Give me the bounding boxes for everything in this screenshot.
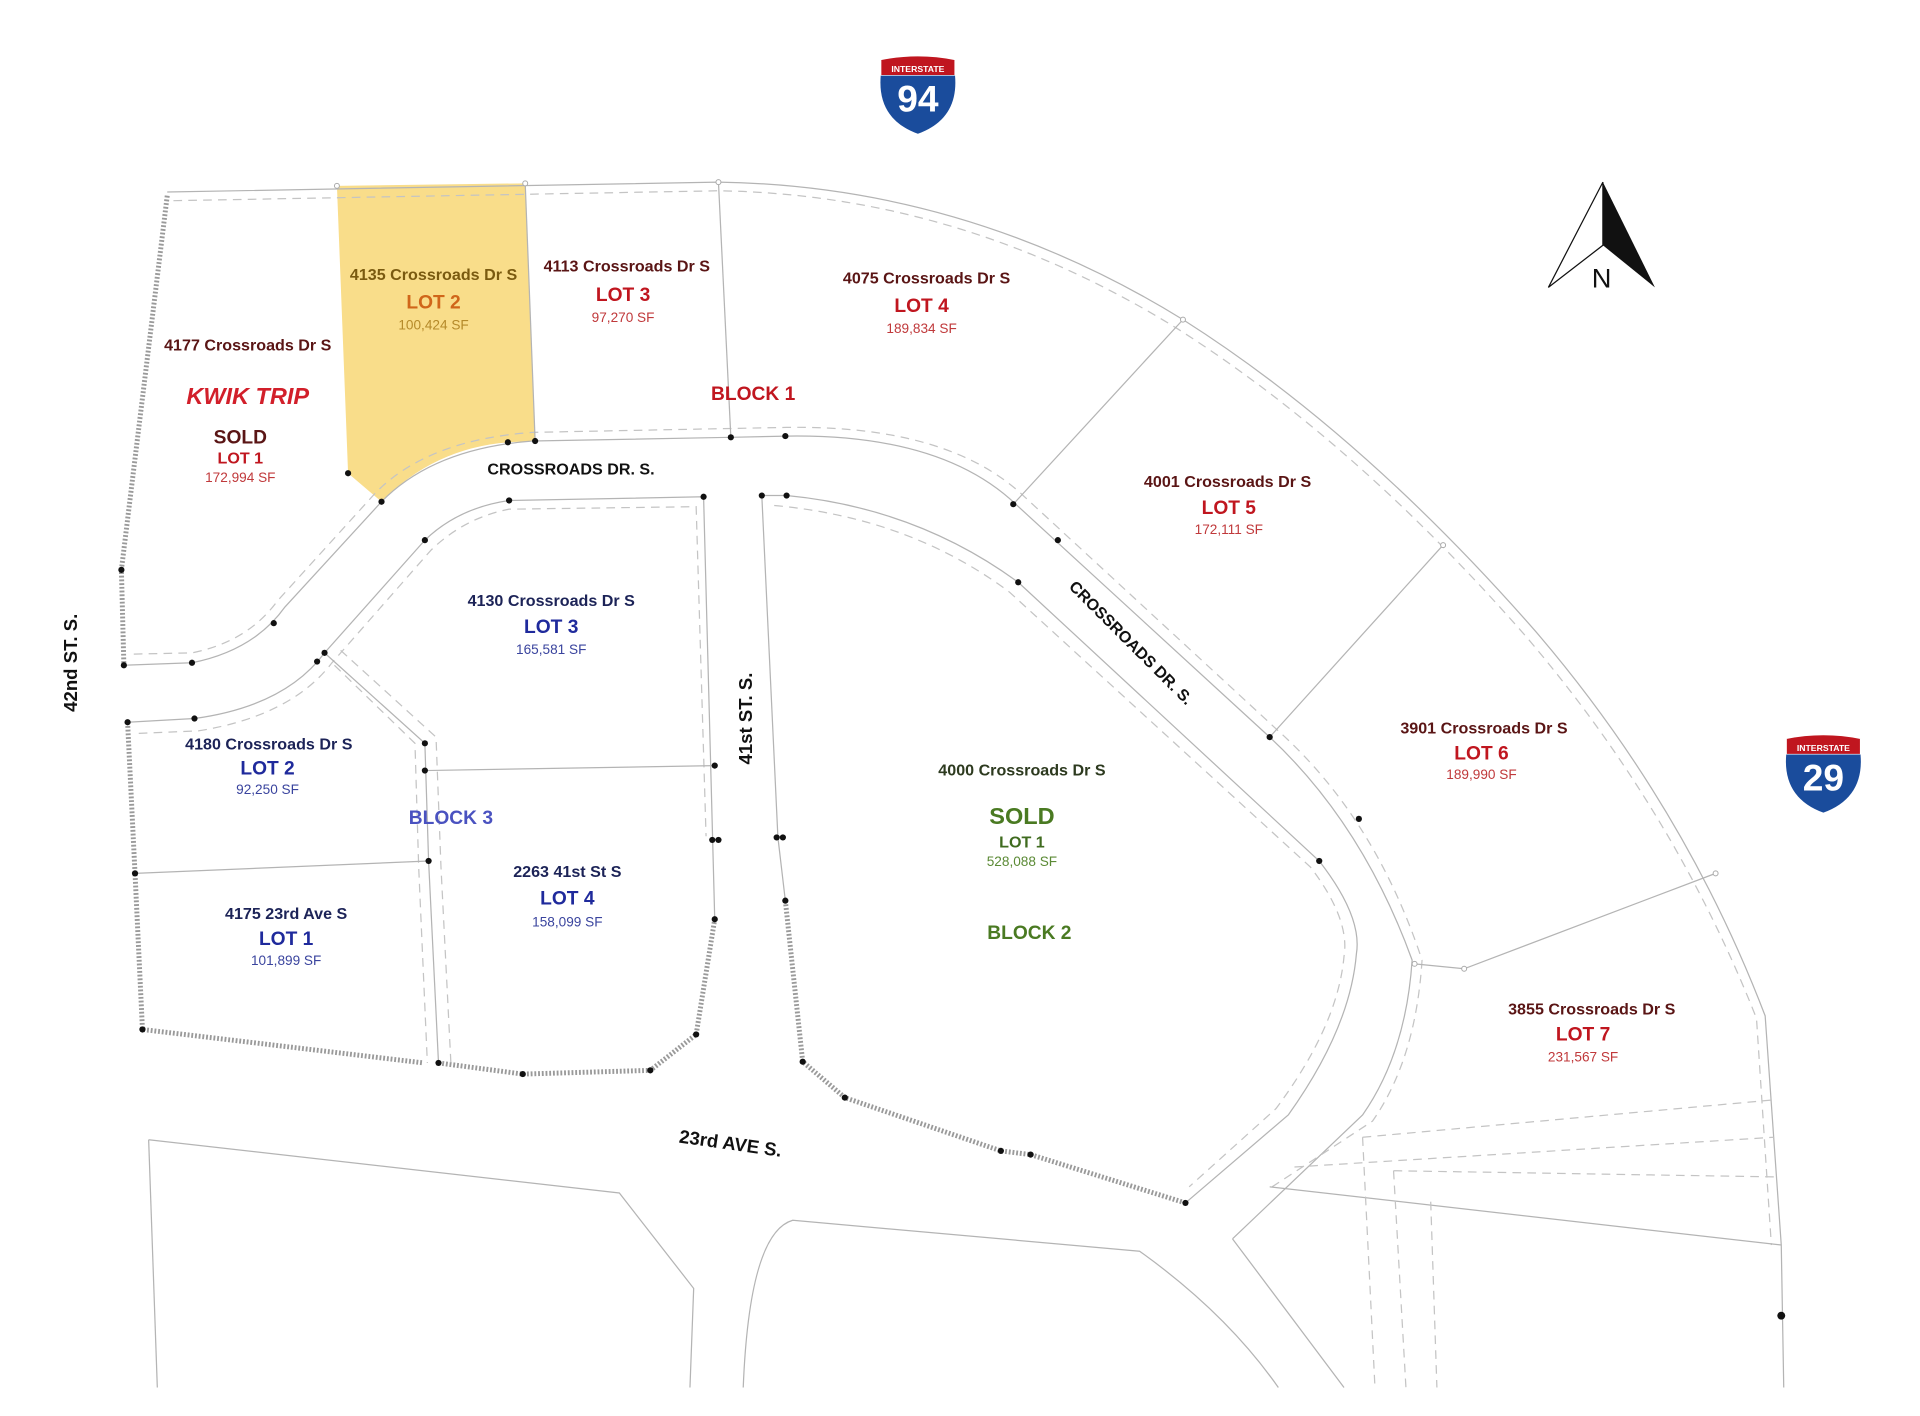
lot-block1-lot2[interactable]: 4135 Crossroads Dr S LOT 2 100,424 SF xyxy=(350,266,518,333)
interstate-94-shield-icon: INTERSTATE 94 xyxy=(880,55,956,134)
lot-area: 97,270 SF xyxy=(592,310,655,325)
lot-area: 172,994 SF xyxy=(205,470,275,485)
lot-number: LOT 2 xyxy=(240,758,294,779)
lot-area: 165,581 SF xyxy=(516,642,586,657)
block-3-label: BLOCK 3 xyxy=(409,808,493,829)
sold-label: SOLD xyxy=(989,803,1054,829)
lot-number: LOT 2 xyxy=(406,292,460,313)
lot-block1-lot7[interactable]: 3855 Crossroads Dr S LOT 7 231,567 SF xyxy=(1508,1001,1676,1065)
lot-area: 189,834 SF xyxy=(886,321,956,336)
lot-number: LOT 3 xyxy=(524,617,578,638)
lot-area: 231,567 SF xyxy=(1548,1050,1618,1065)
shield-header: INTERSTATE xyxy=(891,64,944,74)
road-label-23rd-ave: 23rd AVE S. xyxy=(678,1126,783,1161)
lot-area: 100,424 SF xyxy=(398,318,468,333)
lot-area: 158,099 SF xyxy=(532,915,602,930)
lot-block3-lot2[interactable]: 4180 Crossroads Dr S LOT 2 92,250 SF xyxy=(185,736,353,798)
lot-block3-lot3[interactable]: 4130 Crossroads Dr S LOT 3 165,581 SF xyxy=(468,592,636,657)
road-label-crossroads-north: CROSSROADS DR. S. xyxy=(487,460,654,478)
lot-number: LOT 7 xyxy=(1556,1025,1610,1046)
shield-header: INTERSTATE xyxy=(1797,743,1850,753)
lot-block1-lot3[interactable]: 4113 Crossroads Dr S LOT 3 97,270 SF xyxy=(544,257,711,325)
lot-address: 4000 Crossroads Dr S xyxy=(938,762,1106,780)
sold-label: SOLD xyxy=(214,428,267,449)
lot-address: 4075 Crossroads Dr S xyxy=(843,270,1011,288)
lot-block2-lot1[interactable]: 4000 Crossroads Dr S SOLD LOT 1 528,088 … xyxy=(938,762,1106,869)
lot-address: 3855 Crossroads Dr S xyxy=(1508,1001,1676,1019)
lot-number: LOT 6 xyxy=(1454,743,1508,764)
lot-number: LOT 1 xyxy=(259,929,314,950)
lot-area: 101,899 SF xyxy=(251,953,321,968)
lot-address: 4135 Crossroads Dr S xyxy=(350,266,518,284)
lot-number: LOT 1 xyxy=(218,449,264,467)
parcel-lines xyxy=(118,181,1785,1388)
north-label: N xyxy=(1592,262,1612,293)
lot-address: 2263 41st St S xyxy=(513,863,622,881)
lot-block3-lot4[interactable]: 2263 41st St S LOT 4 158,099 SF xyxy=(513,863,622,930)
lot-address: 4001 Crossroads Dr S xyxy=(1144,473,1312,491)
lot-number: LOT 1 xyxy=(999,833,1045,851)
lot-area: 92,250 SF xyxy=(236,782,299,797)
lot-2-highlight[interactable] xyxy=(336,183,536,502)
lot-area: 172,111 SF xyxy=(1195,522,1263,537)
lot-block1-lot6[interactable]: 3901 Crossroads Dr S LOT 6 189,990 SF xyxy=(1400,719,1568,782)
lot-address: 3901 Crossroads Dr S xyxy=(1400,719,1568,737)
north-arrow-icon: N xyxy=(1547,181,1655,293)
interstate-29-shield-icon: INTERSTATE 29 xyxy=(1785,734,1862,813)
lot-block1-lot1[interactable]: 4177 Crossroads Dr S KWIK TRIP SOLD LOT … xyxy=(164,337,332,485)
lot-area: 189,990 SF xyxy=(1446,767,1516,782)
block-2-label: BLOCK 2 xyxy=(987,923,1071,944)
lot-address: 4113 Crossroads Dr S xyxy=(544,257,711,275)
lot-address: 4177 Crossroads Dr S xyxy=(164,337,332,355)
lot-number: LOT 4 xyxy=(540,888,595,909)
block-1-label: BLOCK 1 xyxy=(711,384,796,405)
lot-address: 4130 Crossroads Dr S xyxy=(468,592,636,610)
lot-address: 4180 Crossroads Dr S xyxy=(185,736,353,754)
lot-number: LOT 3 xyxy=(596,285,650,306)
road-label-42nd-st: 42nd ST. S. xyxy=(60,614,81,712)
lot-block1-lot4[interactable]: 4075 Crossroads Dr S LOT 4 189,834 SF xyxy=(843,270,1011,337)
lot-number: LOT 4 xyxy=(894,296,949,317)
lot-area: 528,088 SF xyxy=(987,854,1057,869)
lot-number: LOT 5 xyxy=(1202,498,1257,519)
kwik-trip-logo: KWIK TRIP xyxy=(186,383,309,409)
shield-number: 29 xyxy=(1803,756,1844,798)
lot-block3-lot1[interactable]: 4175 23rd Ave S LOT 1 101,899 SF xyxy=(225,905,348,968)
survey-pins xyxy=(118,179,1786,1320)
road-label-41st-st: 41st ST. S. xyxy=(735,673,756,765)
lot-block1-lot5[interactable]: 4001 Crossroads Dr S LOT 5 172,111 SF xyxy=(1144,473,1312,537)
shield-number: 94 xyxy=(897,77,939,119)
lot-address: 4175 23rd Ave S xyxy=(225,905,348,923)
road-label-crossroads-diag: CROSSROADS DR. S. xyxy=(1065,578,1196,709)
